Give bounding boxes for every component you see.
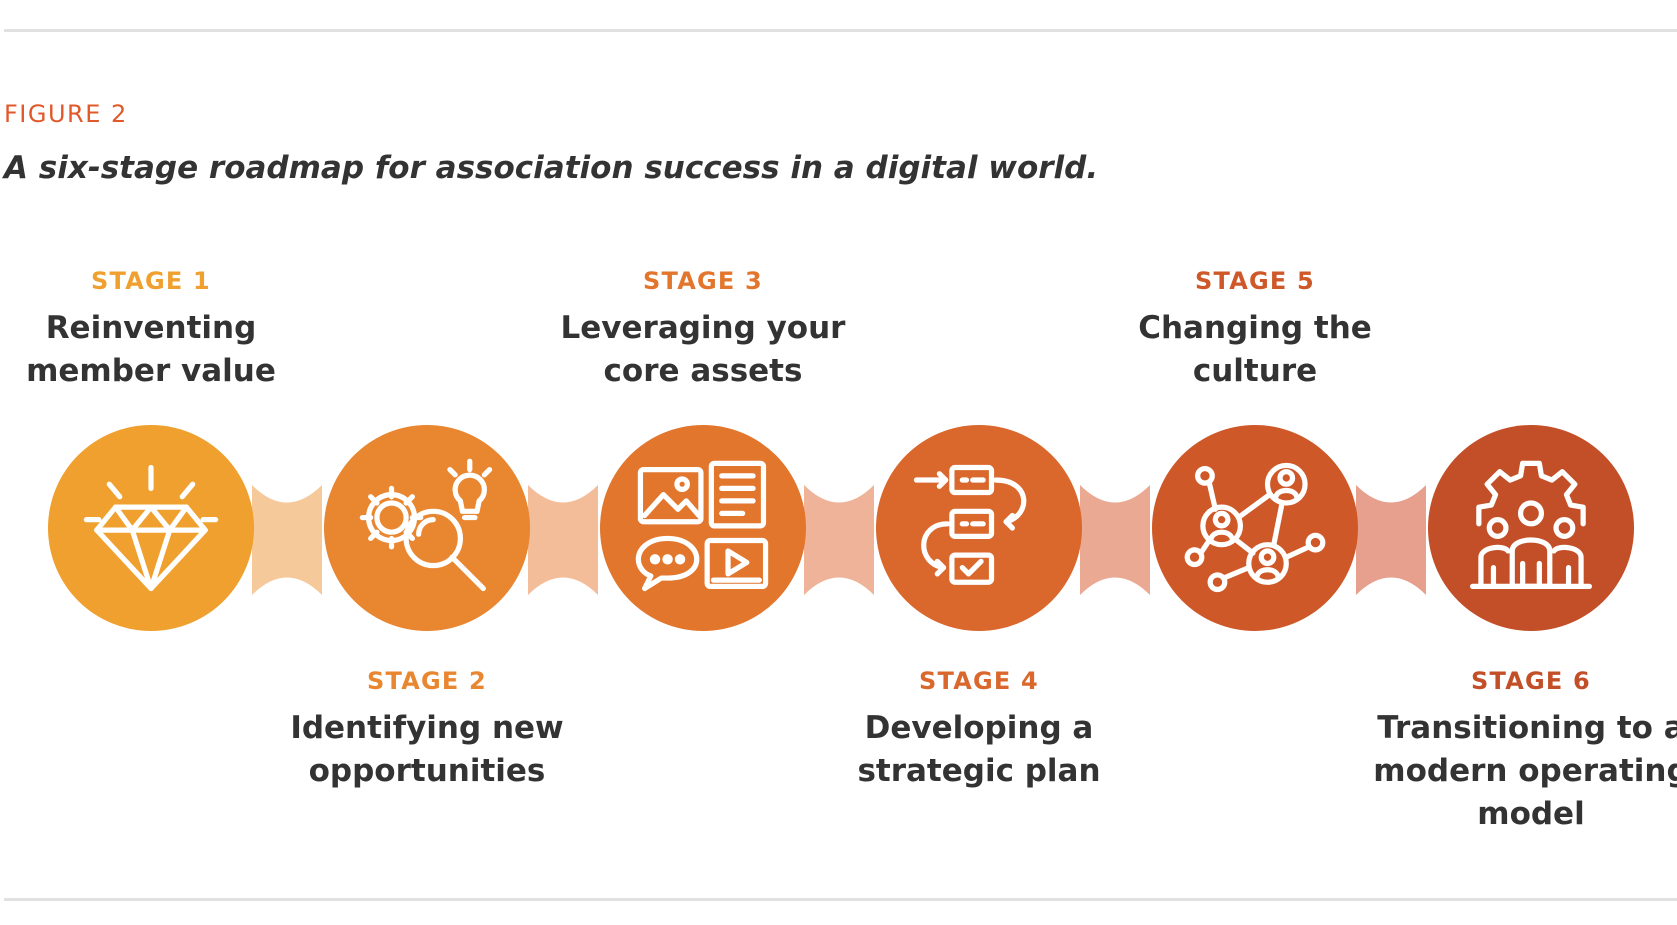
- stage-4-line-1: Developing a: [864, 710, 1094, 746]
- stage-4-line-2: strategic plan: [857, 753, 1101, 789]
- connector-shape: [1080, 485, 1150, 595]
- stage-3-circle: [600, 425, 806, 631]
- connector-5-6: [1356, 485, 1426, 595]
- stage-1-description: Reinventing member value: [0, 307, 321, 393]
- stage-1-line-2: member value: [26, 353, 276, 389]
- connector-4-5: [1080, 485, 1150, 595]
- stage-4-text: STAGE 4 Developing a strategic plan: [809, 667, 1149, 793]
- stage-6-description: Transitioning to a modern operating mode…: [1361, 707, 1677, 836]
- stage-2-number: STAGE 2: [367, 667, 487, 695]
- stage-4-description: Developing a strategic plan: [809, 707, 1149, 793]
- diamond-icon: [83, 464, 219, 592]
- plan-checklist-icon: [913, 464, 1027, 585]
- stage-6-line-3: model: [1477, 796, 1585, 832]
- stage-6-line-1: Transitioning to a: [1377, 710, 1677, 746]
- connector-shape: [804, 485, 874, 595]
- stage-6-text: STAGE 6 Transitioning to a modern operat…: [1361, 667, 1677, 836]
- stage-2-line-1: Identifying new: [290, 710, 564, 746]
- stage-2-line-2: opportunities: [308, 753, 546, 789]
- figure-label: FIGURE 2: [4, 100, 128, 128]
- stage-3-line-1: Leveraging your: [560, 310, 846, 346]
- stage-5-line-2: culture: [1192, 353, 1318, 389]
- figure-title: A six-stage roadmap for association succ…: [4, 150, 1099, 186]
- stage-2-description: Identifying new opportunities: [257, 707, 597, 793]
- top-divider: [4, 29, 1677, 32]
- media-assets-icon: [635, 460, 769, 592]
- gear-team-icon: [1469, 460, 1593, 590]
- stage-3-description: Leveraging your core assets: [533, 307, 873, 393]
- connector-shape: [1356, 485, 1426, 595]
- stage-5-line-1: Changing the: [1138, 310, 1372, 346]
- stage-1-number: STAGE 1: [91, 267, 211, 295]
- stage-1-line-1: Reinventing: [45, 310, 257, 346]
- connector-shape: [528, 485, 598, 595]
- stage-5-circle: [1152, 425, 1358, 631]
- stage-6-line-2: modern operating: [1373, 753, 1677, 789]
- bottom-divider: [4, 898, 1677, 901]
- stage-5-text: STAGE 5 Changing the culture: [1085, 267, 1425, 393]
- stage-2-text: STAGE 2 Identifying new opportunities: [257, 667, 597, 793]
- stage-2-circle: [324, 425, 530, 631]
- stage-1-text: STAGE 1 Reinventing member value: [0, 267, 321, 393]
- stage-5-description: Changing the culture: [1085, 307, 1425, 393]
- stage-3-number: STAGE 3: [643, 267, 763, 295]
- stage-1-circle: [48, 425, 254, 631]
- connector-shape: [252, 485, 322, 595]
- connector-2-3: [528, 485, 598, 595]
- people-network-icon: [1184, 462, 1326, 593]
- stage-6-circle: [1428, 425, 1634, 631]
- stage-5-number: STAGE 5: [1195, 267, 1315, 295]
- gears-magnifier-lightbulb-icon: [359, 458, 493, 592]
- stage-4-number: STAGE 4: [919, 667, 1039, 695]
- stage-3-line-2: core assets: [603, 353, 803, 389]
- stage-6-number: STAGE 6: [1471, 667, 1591, 695]
- connector-3-4: [804, 485, 874, 595]
- stage-4-circle: [876, 425, 1082, 631]
- connector-1-2: [252, 485, 322, 595]
- stage-3-text: STAGE 3 Leveraging your core assets: [533, 267, 873, 393]
